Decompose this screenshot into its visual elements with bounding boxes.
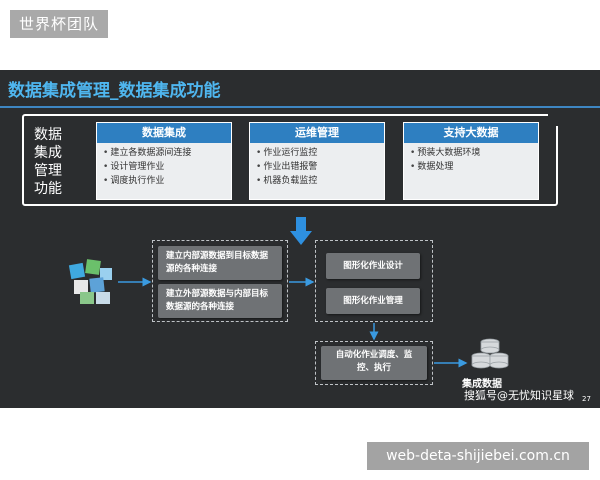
panel-item: 设计管理作业 xyxy=(103,160,225,174)
panel-item: 预装大数据环境 xyxy=(410,146,532,160)
internal-connection-box: 建立内部源数据到目标数据源的各种连接 xyxy=(158,246,282,280)
panel-item: 机器负载监控 xyxy=(256,174,378,188)
data-sources-cube-icon xyxy=(68,259,112,304)
panel-item: 作业出错报警 xyxy=(256,160,378,174)
panel-item: 数据处理 xyxy=(410,160,532,174)
panel-item: 作业运行监控 xyxy=(256,146,378,160)
functions-side-label: 数据集成管理功能 xyxy=(34,127,62,197)
database-stack-icon xyxy=(471,338,509,369)
graphical-design-box: 图形化作业设计 xyxy=(326,253,420,279)
integrated-data-label: 集成数据 xyxy=(462,379,502,390)
graphical-job-group xyxy=(315,240,433,322)
page-number: 27 xyxy=(582,395,591,403)
panel-item: 建立各数据源间连接 xyxy=(103,146,225,160)
slide-image: 数据集成管理_数据集成功能 数据集成管理功能 数据集成 建立各数据源间连接 设计… xyxy=(0,70,600,408)
panel-title: 支持大数据 xyxy=(404,123,538,143)
automation-group xyxy=(315,341,433,385)
outline-corner-cut xyxy=(548,114,560,126)
panel-title: 运维管理 xyxy=(250,123,384,143)
graphical-management-box: 图形化作业管理 xyxy=(326,288,420,314)
source-watermark: 搜狐号@无忧知识星球 xyxy=(464,389,574,402)
panel-title: 数据集成 xyxy=(97,123,231,143)
title-divider xyxy=(0,106,600,108)
down-arrow-icon xyxy=(290,217,312,245)
top-watermark-tag: 世界杯团队 xyxy=(10,10,108,38)
auto-schedule-box: 自动化作业调度、监控、执行 xyxy=(321,346,427,380)
functions-outline xyxy=(22,114,558,206)
connector-arrows xyxy=(118,277,468,368)
slide-title: 数据集成管理_数据集成功能 xyxy=(8,81,221,101)
bottom-watermark-tag: web-deta-shijiebei.com.cn xyxy=(367,442,589,470)
panel-operations: 运维管理 作业运行监控 作业出错报警 机器负载监控 xyxy=(249,122,385,200)
external-connection-box: 建立外部源数据与内部目标数据源的各种连接 xyxy=(158,284,282,318)
panel-data-integration: 数据集成 建立各数据源间连接 设计管理作业 调度执行作业 xyxy=(96,122,232,200)
panel-big-data: 支持大数据 预装大数据环境 数据处理 xyxy=(403,122,539,200)
panel-item: 调度执行作业 xyxy=(103,174,225,188)
connections-group xyxy=(152,240,288,322)
